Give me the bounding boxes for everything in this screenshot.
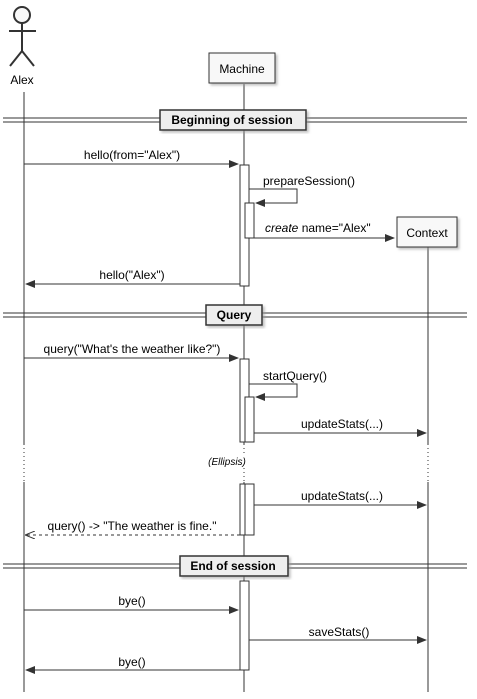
message-bye: bye() (24, 594, 239, 614)
message-label: saveStats() (309, 625, 370, 639)
message-label: hello(from="Alex") (84, 148, 180, 162)
create-args: name="Alex" (298, 221, 370, 235)
message-prepare-session: prepareSession() (249, 174, 355, 207)
message-query: query("What's the weather like?") (24, 342, 239, 362)
message-label: create name="Alex" (265, 221, 371, 235)
actor-label: Alex (10, 73, 33, 87)
divider-beginning: Beginning of session (3, 109, 467, 131)
divider-query: Query (3, 304, 467, 326)
message-label: bye() (118, 594, 145, 608)
participant-context: Context (396, 216, 458, 248)
message-label: startQuery() (263, 369, 327, 383)
message-label: updateStats(...) (301, 489, 383, 503)
machine-activation-nested-2 (244, 396, 255, 443)
machine-activation-nested-3 (244, 483, 255, 536)
divider-label: Beginning of session (171, 113, 292, 127)
message-create-context: create name="Alex" (254, 221, 395, 242)
machine-activation-4 (239, 580, 250, 671)
message-label: query() -> "The weather is fine." (48, 519, 217, 533)
message-save-stats: saveStats() (249, 625, 427, 644)
message-hello-reply: hello("Alex") (25, 268, 240, 288)
machine-activation-nested-1 (244, 202, 255, 239)
message-update-stats-2: updateStats(...) (254, 489, 427, 509)
message-update-stats-1: updateStats(...) (254, 417, 427, 437)
message-label: bye() (118, 655, 145, 669)
message-bye-reply: bye() (25, 655, 240, 674)
message-query-reply: query() -> "The weather is fine." (26, 519, 240, 535)
machine-label: Machine (219, 62, 265, 76)
message-start-query: startQuery() (249, 369, 327, 401)
divider-label: End of session (190, 559, 275, 573)
actor-alex: Alex (9, 6, 36, 87)
message-hello-from: hello(from="Alex") (24, 148, 239, 168)
ellipsis-label: (Ellipsis) (208, 457, 246, 468)
divider-label: Query (217, 308, 252, 322)
message-label: prepareSession() (263, 174, 355, 188)
participant-machine: Machine (208, 52, 276, 84)
ellipsis: (Ellipsis) (22, 444, 430, 482)
divider-end: End of session (3, 555, 467, 577)
message-label: updateStats(...) (301, 417, 383, 431)
message-label: hello("Alex") (99, 268, 164, 282)
activations (239, 164, 255, 671)
message-label: query("What's the weather like?") (44, 342, 221, 356)
stick-figure-icon (9, 6, 36, 67)
context-label: Context (406, 226, 448, 240)
lifelines (23, 84, 429, 692)
create-keyword: create (265, 221, 299, 235)
